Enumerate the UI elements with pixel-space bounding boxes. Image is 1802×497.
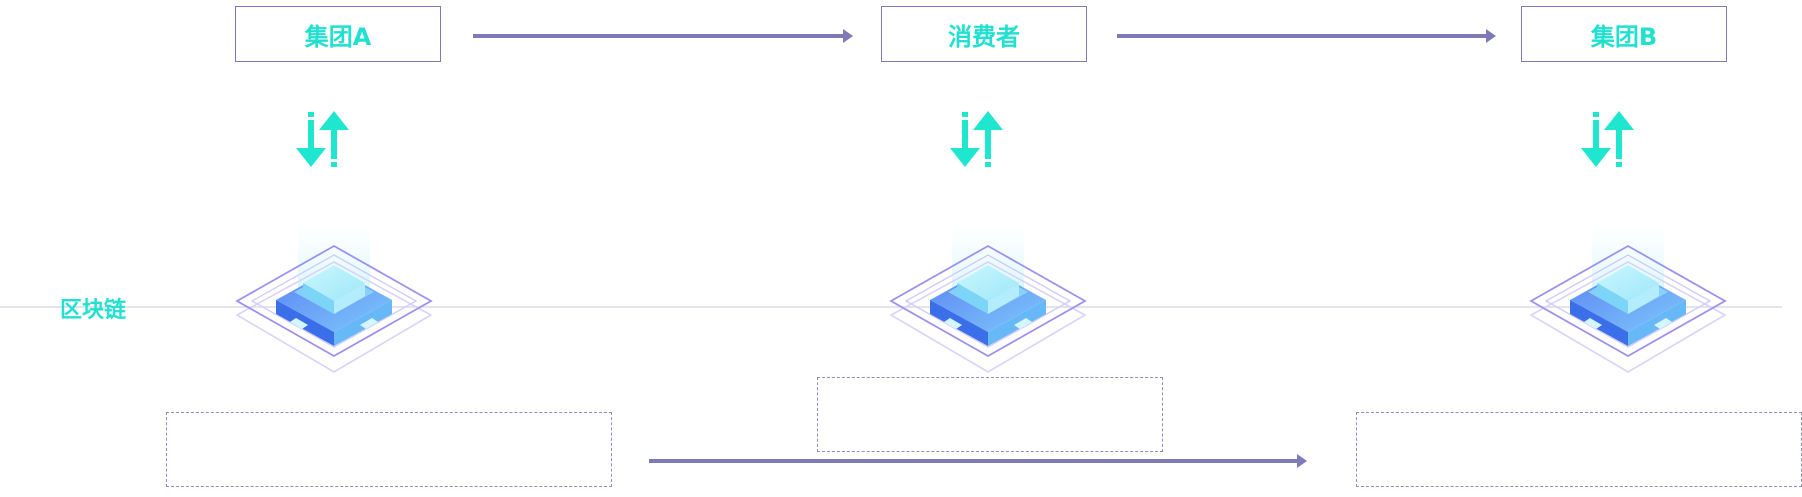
- flow-arrow-consumer-to-b: [1117, 29, 1496, 43]
- flow-arrow-bottom: [649, 454, 1307, 468]
- node-group-b-label: 集团B: [1590, 22, 1658, 51]
- blockchain-block-icon: [889, 222, 1087, 373]
- blockchain-block-icon: [235, 222, 433, 373]
- node-group-a-label: 集团A: [304, 22, 372, 51]
- node-group-b: 集团B: [1521, 6, 1727, 62]
- dashed-placeholder-right: [1356, 412, 1802, 487]
- dashed-placeholder-left: [166, 412, 612, 487]
- flow-arrow-a-to-consumer: [473, 29, 853, 43]
- node-consumer-label: 消费者: [948, 22, 1020, 51]
- chain-layer-label: 区块链: [60, 298, 127, 323]
- bidirectional-arrow-icon: [296, 111, 349, 167]
- node-consumer: 消费者: [881, 6, 1087, 62]
- bidirectional-arrow-icon: [1581, 111, 1634, 167]
- bidirectional-arrow-icon: [950, 111, 1003, 167]
- dashed-placeholder-middle: [817, 377, 1163, 452]
- blockchain-block-icon: [1529, 222, 1727, 373]
- node-group-a: 集团A: [235, 6, 441, 62]
